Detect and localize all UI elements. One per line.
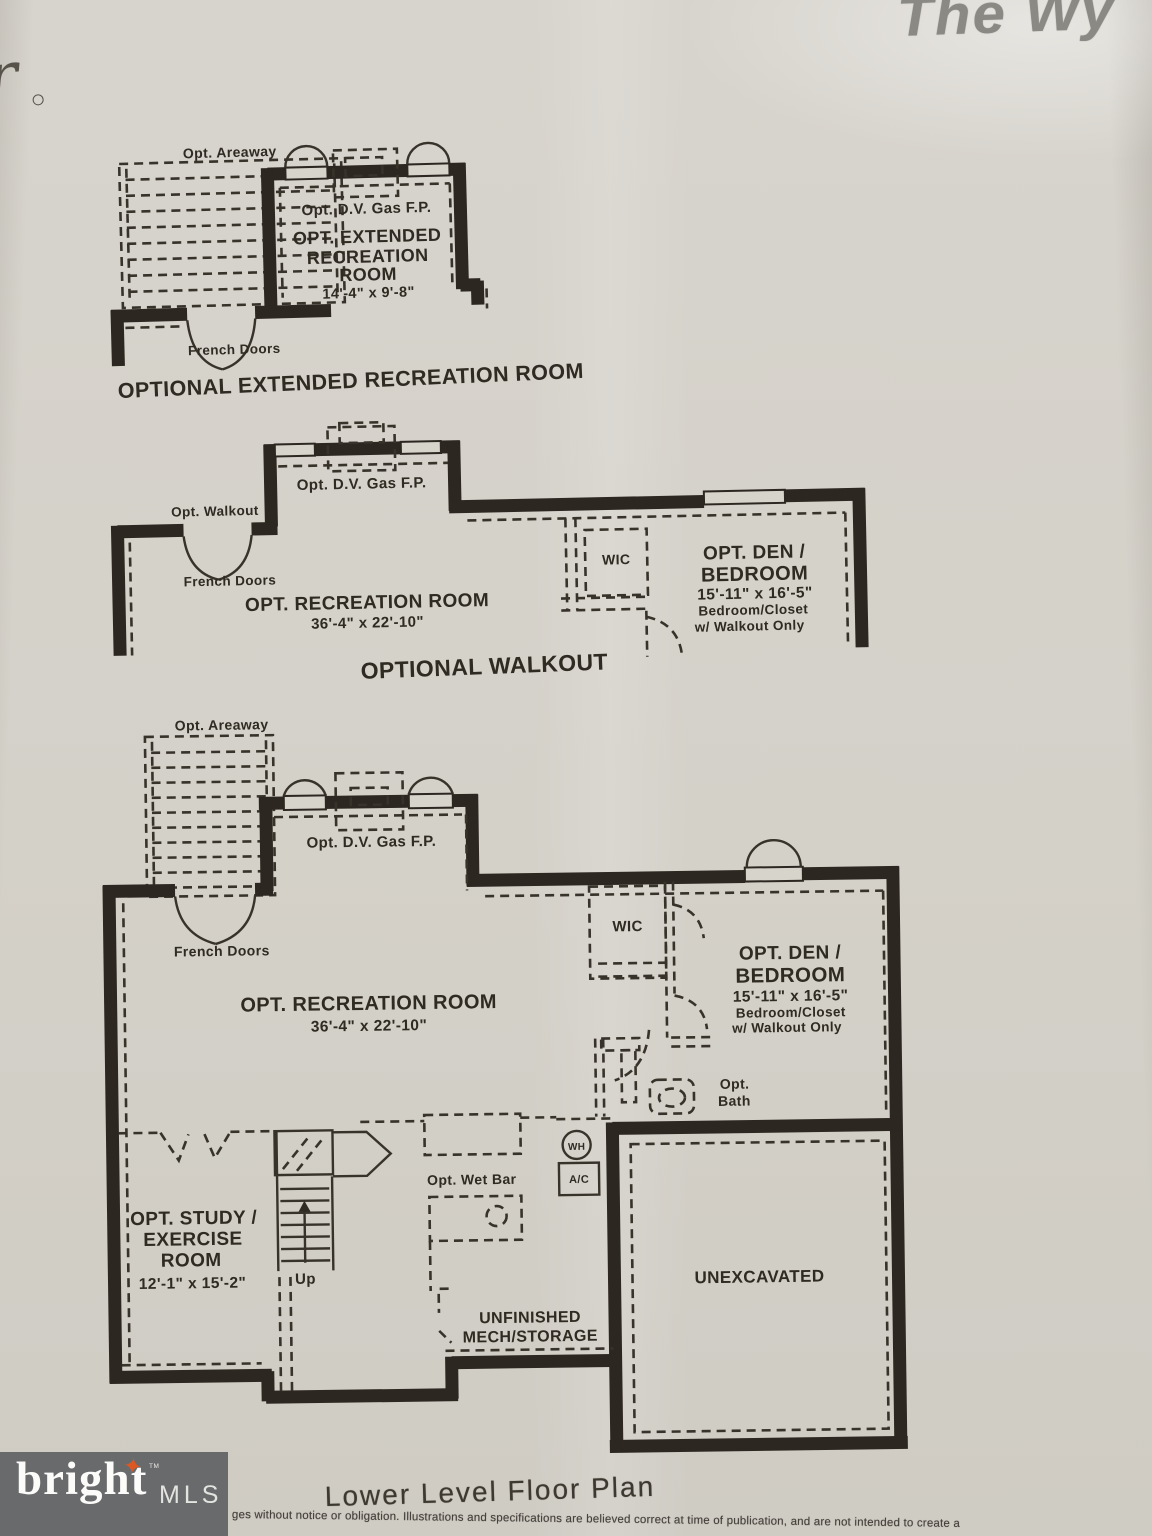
- plan3-bath-label-1: Opt.: [720, 1076, 750, 1092]
- plan1-room-name-1: OPT. EXTENDED: [293, 225, 442, 249]
- plan2-french-doors: [182, 534, 253, 581]
- plan1-caption: OPTIONAL EXTENDED RECREATION ROOM: [117, 359, 584, 403]
- plan2-den-note-2: w/ Walkout Only: [694, 617, 805, 634]
- plan3-up-label: Up: [295, 1271, 316, 1288]
- plan3-unexcavated-label: UNEXCAVATED: [694, 1266, 824, 1287]
- logo-brand-text: bright: [16, 1453, 148, 1505]
- plan3-interior-dashed: [121, 813, 890, 1434]
- plan2-gas-fp-label: Opt. D.V. Gas F.P.: [297, 474, 427, 494]
- plan2-caption: OPTIONAL WALKOUT: [360, 648, 608, 683]
- plan3-wh-label: WH: [568, 1142, 586, 1153]
- plan3-wic-and-bath: [587, 881, 712, 1117]
- plan1-room-name-3: ROOM: [339, 264, 397, 286]
- plan3-study-label-1: OPT. STUDY /: [130, 1207, 258, 1230]
- plan1-areaway-label: Opt. Areaway: [183, 143, 277, 161]
- plan1-fireplace: [331, 147, 400, 199]
- plan1-windows: [284, 141, 451, 181]
- plan3-gas-fp-label: Opt. D.V. Gas F.P.: [306, 833, 436, 852]
- plan3-mech-label-1: UNFINISHED: [479, 1309, 581, 1327]
- plan-extended-recreation-diagram: Opt. Areaway Opt. D.V. Gas F.P. OPT. EXT…: [110, 141, 584, 403]
- plan3-wet-bar: [422, 1112, 524, 1292]
- plan-lower-level-diagram: Opt. Areaway Opt. D.V. Gas F.P. French D…: [102, 716, 908, 1453]
- plan3-french-doors-label: French Doors: [174, 942, 270, 959]
- plan2-french-doors-label: French Doors: [183, 572, 276, 589]
- plan-optional-walkout-diagram: Opt. Walkout French Doors Opt. D.V. Gas …: [110, 420, 869, 684]
- plan3-bath-label-2: Bath: [718, 1092, 751, 1108]
- plan2-den-note-1: Bedroom/Closet: [698, 601, 808, 618]
- plan1-french-doors: [186, 318, 257, 371]
- plan2-rec-room-label: OPT. RECREATION ROOM: [245, 590, 489, 616]
- plan1-gas-fp-label: Opt. D.V. Gas F.P.: [301, 199, 431, 219]
- plan3-den-label-1: OPT. DEN /: [739, 942, 842, 964]
- plan2-den-label-1: OPT. DEN /: [703, 541, 806, 564]
- plan3-den-note-1: Bedroom/Closet: [736, 1004, 846, 1021]
- plan3-utilities: [557, 1129, 601, 1197]
- plan1-room-name-2: RECREATION: [307, 245, 429, 268]
- plan3-den-label-2: BEDROOM: [735, 963, 845, 988]
- plan2-interior-dashed: [128, 461, 850, 659]
- plan3-areaway-label: Opt. Areaway: [175, 716, 269, 733]
- plan3-study-doors: [118, 1129, 273, 1164]
- plan1-interior-dashed: [125, 182, 489, 330]
- logo-star-icon: ✦: [121, 1451, 145, 1481]
- plan3-windows: [282, 776, 804, 883]
- plan3-stairs: [273, 1129, 393, 1392]
- plan2-windows: [273, 439, 787, 506]
- plan1-walls: [110, 162, 485, 367]
- plan3-wet-bar-label: Opt. Wet Bar: [427, 1171, 517, 1188]
- plan3-den-dims: 15'-11" x 16'-5": [733, 987, 849, 1006]
- plan2-fireplace: [326, 420, 397, 473]
- plan3-fireplace: [334, 771, 405, 832]
- plan2-wic-label: WIC: [602, 551, 631, 568]
- logo-trademark-mark: TM: [149, 1463, 160, 1470]
- bright-mls-logo: bright ✦ TM MLS: [0, 1452, 228, 1536]
- plan2-rec-room-dims: 36'-4" x 22'-10": [311, 613, 424, 632]
- plan3-ac-label: A/C: [569, 1174, 589, 1186]
- plan1-room-dims: 14'-4" x 9'-8": [322, 284, 415, 302]
- plan3-study-dims: 12'-1" x 15'-2": [139, 1275, 247, 1293]
- plan2-den-label-2: BEDROOM: [701, 562, 809, 586]
- plan3-study-label-3: ROOM: [161, 1250, 222, 1272]
- plan3-walls: [102, 793, 908, 1453]
- plan3-rec-room-label: OPT. RECREATION ROOM: [240, 991, 497, 1017]
- plan3-rec-room-dims: 36'-4" x 22'-10": [311, 1017, 428, 1036]
- plan1-french-doors-label: French Doors: [188, 341, 281, 358]
- plan3-den-note-2: w/ Walkout Only: [731, 1019, 842, 1036]
- plan2-walkout-label: Opt. Walkout: [171, 503, 259, 520]
- plan3-mech-label-2: MECH/STORAGE: [463, 1328, 598, 1347]
- plan3-study-label-2: EXERCISE: [143, 1229, 243, 1251]
- plan2-den-dims: 15'-11" x 16'-5": [697, 584, 813, 603]
- logo-suffix-text: MLS: [159, 1481, 223, 1509]
- plan3-areaway: [143, 733, 277, 899]
- plan3-wic-label: WIC: [612, 918, 643, 935]
- plan3-french-doors: [173, 895, 257, 946]
